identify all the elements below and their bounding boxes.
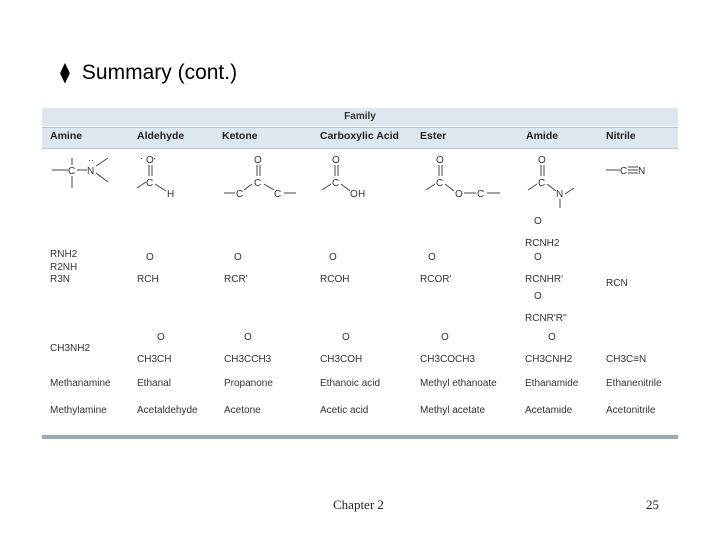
amide-formula-primary: RCNH2 [525, 238, 560, 249]
acid-hydroxyl-hydrogen-label: H [358, 189, 365, 200]
amide-formula-oxygen-2: O [534, 252, 542, 263]
aldehyde-general-formula: RCH [137, 274, 159, 285]
column-header-band [42, 127, 678, 149]
ketone-iupac-name: Propanone [224, 378, 273, 389]
ester-iupac-name: Methyl ethanoate [420, 378, 497, 389]
svg-text:·: · [153, 153, 156, 163]
nitrile-example: CH3C≡N [606, 354, 647, 365]
carboxylic-acid-structure: O C O H [321, 155, 365, 200]
diamond-bullet-icon: ⧫ [60, 62, 70, 84]
aldehyde-structure: · O · C H [136, 153, 174, 200]
acid-iupac-name: Ethanoic acid [320, 378, 381, 389]
ketone-general-formula: RCR' [224, 274, 248, 285]
amine-formula-secondary: R2NH [50, 261, 78, 273]
col-header-ketone: Ketone [222, 130, 258, 142]
amide-oxygen-label: O [538, 155, 546, 166]
svg-text:C: C [236, 189, 243, 200]
functional-group-table: Family Amine Aldehyde Ketone Carboxylic … [42, 108, 678, 439]
nitrile-common-name: Acetonitrile [606, 405, 656, 416]
nitrile-general-formula: RCN [606, 278, 628, 289]
col-header-amide: Amide [526, 130, 559, 142]
nitrile-structure: C N [606, 166, 645, 177]
amide-formula-tertiary: RCNR'R'' [525, 313, 567, 324]
amine-structure: C N ·· [52, 155, 109, 188]
amide-formula-secondary: RCNHR' [525, 274, 564, 285]
aldehyde-iupac-name: Ethanal [137, 378, 171, 389]
table-bottom-rule [42, 435, 678, 439]
amine-carbon-label: C [68, 166, 75, 177]
svg-text:C: C [620, 166, 627, 177]
svg-text:C: C [538, 178, 545, 189]
amine-example: CH3NH2 [50, 343, 91, 354]
amide-structure: O C N [527, 155, 575, 208]
acid-carbon-label: C [332, 178, 339, 189]
ester-common-name: Methyl acetate [420, 405, 486, 416]
acid-general-formula: RCOH [320, 274, 350, 285]
amine-iupac-name: Methanamine [50, 378, 111, 389]
page-number: 25 [646, 497, 659, 512]
amine-formula-primary: RNH2 [50, 249, 78, 260]
nitrile-nitrogen-label: N [638, 166, 645, 177]
amine-nitrogen-label: N [87, 166, 94, 177]
col-header-carboxylic-acid: Carboxylic Acid [320, 130, 399, 142]
aldehyde-oxygen-label: O [146, 155, 154, 166]
ester-formula-oxygen: O [428, 252, 436, 263]
slide-title: ⧫ Summary (cont.) [60, 60, 237, 85]
svg-text:··: ·· [88, 155, 94, 165]
amide-formula-oxygen-3: O [534, 291, 542, 302]
col-header-ester: Ester [420, 130, 447, 142]
ester-oxygen-label: O [436, 155, 444, 166]
ketone-structure: O C C C [224, 155, 296, 200]
ketone-carbon-label: C [254, 178, 261, 189]
nitrile-iupac-name: Ethanenitrile [606, 378, 662, 389]
svg-text:C: C [477, 189, 484, 200]
footer-chapter-label: Chapter 2 [333, 497, 384, 512]
amide-common-name: Acetamide [525, 405, 573, 416]
ketone-example: CH3CCH3 [224, 354, 272, 365]
svg-text:C: C [436, 178, 443, 189]
ketone-common-name: Acetone [224, 405, 261, 416]
amine-general-formulas: RNH2 R2NH R3N [50, 249, 77, 287]
col-header-aldehyde: Aldehyde [137, 130, 185, 142]
aldehyde-example: CH3CH [137, 354, 172, 365]
ester-general-formula: RCOR' [420, 274, 452, 285]
svg-text:·: · [140, 153, 143, 163]
aldehyde-common-name: Acetaldehyde [137, 405, 198, 416]
aldehyde-hydrogen-label: H [167, 189, 174, 200]
col-header-nitrile: Nitrile [606, 130, 636, 142]
amide-example-oxygen: O [548, 332, 556, 343]
aldehyde-example-oxygen: O [157, 332, 165, 343]
ester-example-oxygen: O [441, 332, 449, 343]
ester-example: CH3COCH3 [420, 354, 476, 365]
amide-example: CH3CNH2 [525, 354, 573, 365]
aldehyde-formula-oxygen: O [146, 252, 154, 263]
ketone-formula-oxygen: O [234, 252, 242, 263]
amide-nitrogen-label: N [556, 189, 563, 200]
amide-formula-oxygen-1: O [534, 216, 542, 227]
ester-structure: O C O C [425, 155, 500, 200]
aldehyde-carbon-label: C [146, 178, 153, 189]
acid-example-oxygen: O [342, 332, 350, 343]
acid-formula-oxygen: O [329, 252, 337, 263]
acid-example: CH3COH [320, 354, 363, 365]
amine-common-name: Methylamine [50, 405, 107, 416]
ester-bridge-oxygen-label: O [455, 189, 463, 200]
family-header: Family [42, 108, 678, 126]
ketone-example-oxygen: O [244, 332, 252, 343]
slide-title-text: Summary (cont.) [81, 60, 238, 84]
acid-oxygen-label: O [332, 155, 340, 166]
amide-iupac-name: Ethanamide [525, 378, 579, 389]
amine-formula-tertiary: R3N [50, 274, 71, 285]
acid-hydroxyl-oxygen-label: O [350, 189, 358, 200]
ketone-oxygen-label: O [254, 155, 262, 166]
acid-common-name: Acetic acid [320, 405, 369, 416]
svg-text:C: C [274, 189, 281, 200]
col-header-amine: Amine [50, 130, 83, 142]
